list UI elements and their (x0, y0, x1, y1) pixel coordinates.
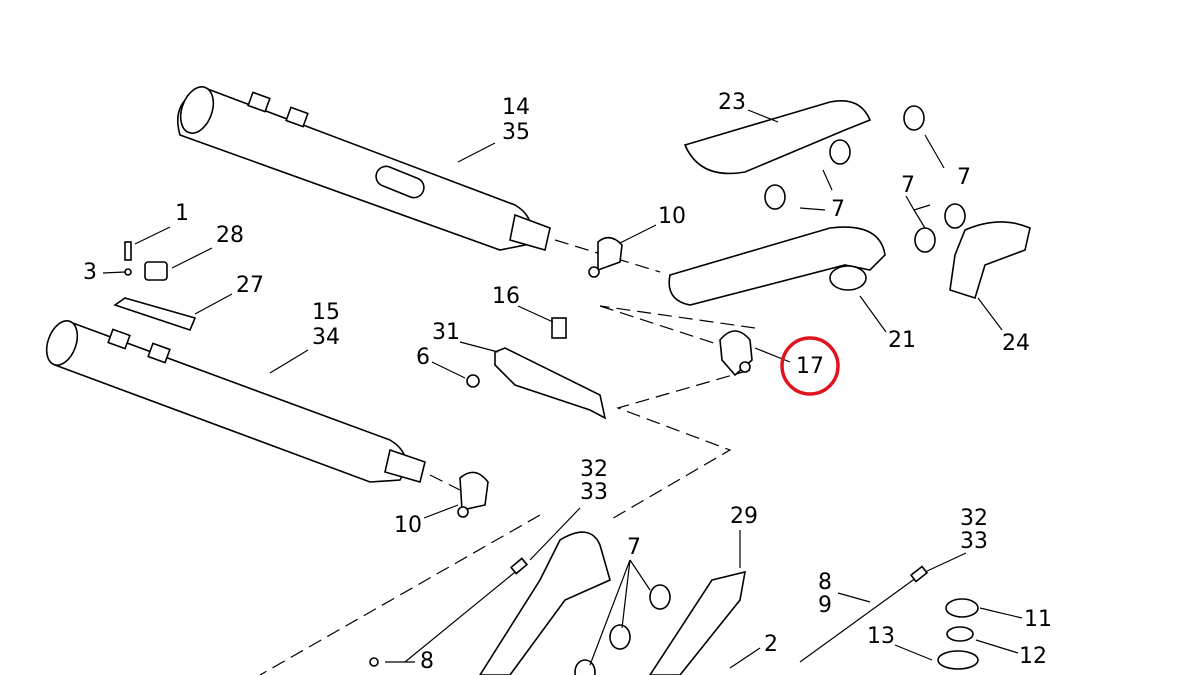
part-label: 33 (960, 529, 988, 554)
part-label: 8 (818, 570, 832, 595)
part-label: 16 (492, 284, 520, 309)
part-label: 32 (960, 506, 988, 531)
part-label: 34 (312, 325, 340, 350)
part-label-highlighted: 17 (796, 354, 824, 379)
pipes-upper-right (574, 100, 1031, 675)
part-label: 21 (888, 328, 916, 353)
part-label: 32 (580, 457, 608, 482)
part-label: 3 (83, 260, 97, 285)
highlight-circle (780, 336, 840, 396)
part-label: 35 (502, 120, 530, 145)
muffler-upper (176, 86, 551, 252)
part-label: 2 (764, 632, 778, 657)
part-label: 7 (627, 535, 641, 560)
center-brackets (457, 236, 753, 518)
part-label: 31 (432, 320, 460, 345)
part-label: 11 (1024, 607, 1052, 632)
part-label: 29 (730, 504, 758, 529)
part-label: 1 (175, 201, 189, 226)
part-label: 15 (312, 300, 340, 325)
part-label: 24 (1002, 331, 1030, 356)
part-label: 7 (901, 173, 915, 198)
pipes-lower (369, 531, 979, 675)
part-label: 7 (831, 197, 845, 222)
part-label: 12 (1019, 644, 1047, 669)
part-label: 23 (718, 90, 746, 115)
part-label: 13 (867, 624, 895, 649)
part-label: 27 (236, 273, 264, 298)
part-label: 8 (420, 649, 434, 674)
part-label: 10 (394, 513, 422, 538)
hose-clamps (574, 105, 966, 675)
part-label: 7 (957, 165, 971, 190)
part-label: 33 (580, 480, 608, 505)
part-label: 14 (502, 95, 530, 120)
muffler-lower (45, 320, 426, 483)
small-parts-left (113, 241, 197, 331)
part-labels: 14 35 23 7 7 7 10 1 28 3 27 15 34 16 31 … (83, 90, 1052, 674)
part-label: 9 (818, 593, 832, 618)
part-label: 28 (216, 223, 244, 248)
part-label: 6 (416, 345, 430, 370)
part-label: 10 (658, 204, 686, 229)
